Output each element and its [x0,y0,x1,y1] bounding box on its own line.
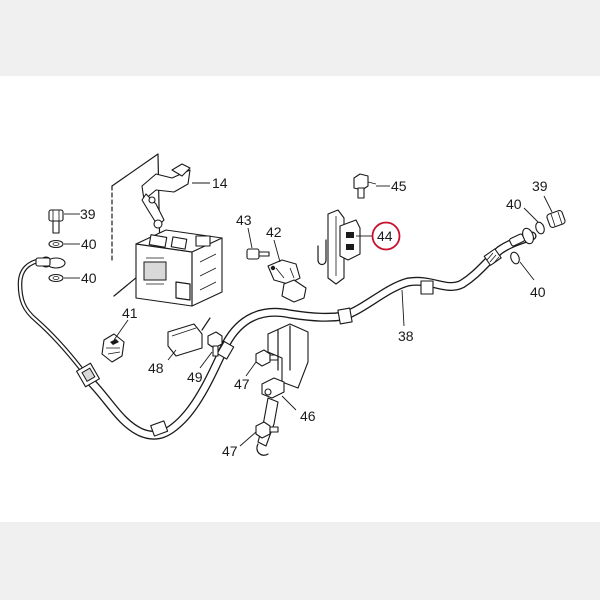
bolt-47-lower [255,421,279,439]
banjo-fitting-right [509,227,534,247]
callout-labels: 39 40 40 41 14 43 42 45 44 39 40 40 38 4… [80,175,548,459]
banjo-bolt-39-left [48,209,64,234]
callout-44-highlighted: 44 [377,228,393,244]
washer-40-left-top [48,239,64,249]
callout-42: 42 [266,224,282,240]
callout-40-left-top: 40 [81,236,97,252]
callout-47-lower: 47 [222,443,238,459]
brake-hose-38 [87,231,537,440]
callout-48: 48 [148,360,164,376]
callout-47-upper: 47 [234,376,250,392]
hose-guide-42 [267,259,307,303]
washer-40-right-bottom [510,251,520,265]
callout-40-right-bottom: 40 [530,284,546,300]
plate-48 [167,317,211,357]
callout-43: 43 [236,212,252,228]
highlight-ring [371,221,401,251]
leader-lines [64,182,553,447]
brake-pipe-left [17,256,100,388]
callout-45: 45 [391,178,407,194]
washer-40-left-bottom [48,273,64,283]
pipe-clamp-41 [101,333,125,363]
banjo-fitting-left [35,257,66,269]
callout-14: 14 [212,175,228,191]
washer-40-right-top [535,221,545,235]
bracket-44 [317,209,361,285]
callout-49: 49 [187,369,203,385]
callout-39-right: 39 [532,178,548,194]
callout-39-left: 39 [80,206,96,222]
callout-38: 38 [398,328,414,344]
banjo-bolt-39-right [546,209,566,229]
callout-40-right-top: 40 [506,196,522,212]
abs-modulator-unit [135,229,223,307]
sensor-45 [353,173,377,199]
callout-40-left-bottom: 40 [81,270,97,286]
bolt-43 [246,248,270,260]
callout-46: 46 [300,408,316,424]
bolt-49 [207,331,223,357]
callout-41: 41 [122,305,138,321]
